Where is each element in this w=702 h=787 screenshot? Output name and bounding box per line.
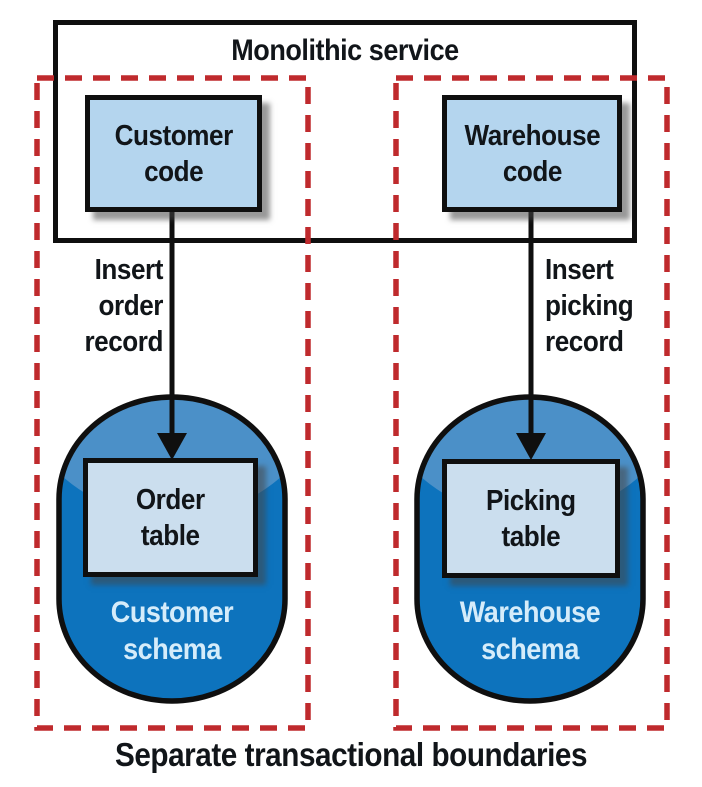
customer-code-label: Customer code	[114, 119, 233, 188]
insert-picking-label: Insert picking record	[545, 254, 634, 358]
picking-table-box: Picking table	[442, 459, 620, 578]
picking-table-label: Picking table	[486, 484, 576, 553]
warehouse-code-box: Warehouse code	[442, 95, 622, 212]
warehouse-code-label: Warehouse code	[464, 119, 600, 188]
monolithic-service-label: Monolithic service	[231, 34, 459, 67]
order-table-box: Order table	[83, 458, 258, 577]
order-table-label: Order table	[136, 483, 205, 552]
insert-order-label: Insert order record	[84, 254, 163, 358]
warehouse-schema-label: Warehouse schema	[459, 596, 601, 666]
customer-code-box: Customer code	[85, 95, 262, 212]
caption: Separate transactional boundaries	[114, 736, 588, 773]
customer-schema-label: Customer schema	[110, 596, 234, 666]
